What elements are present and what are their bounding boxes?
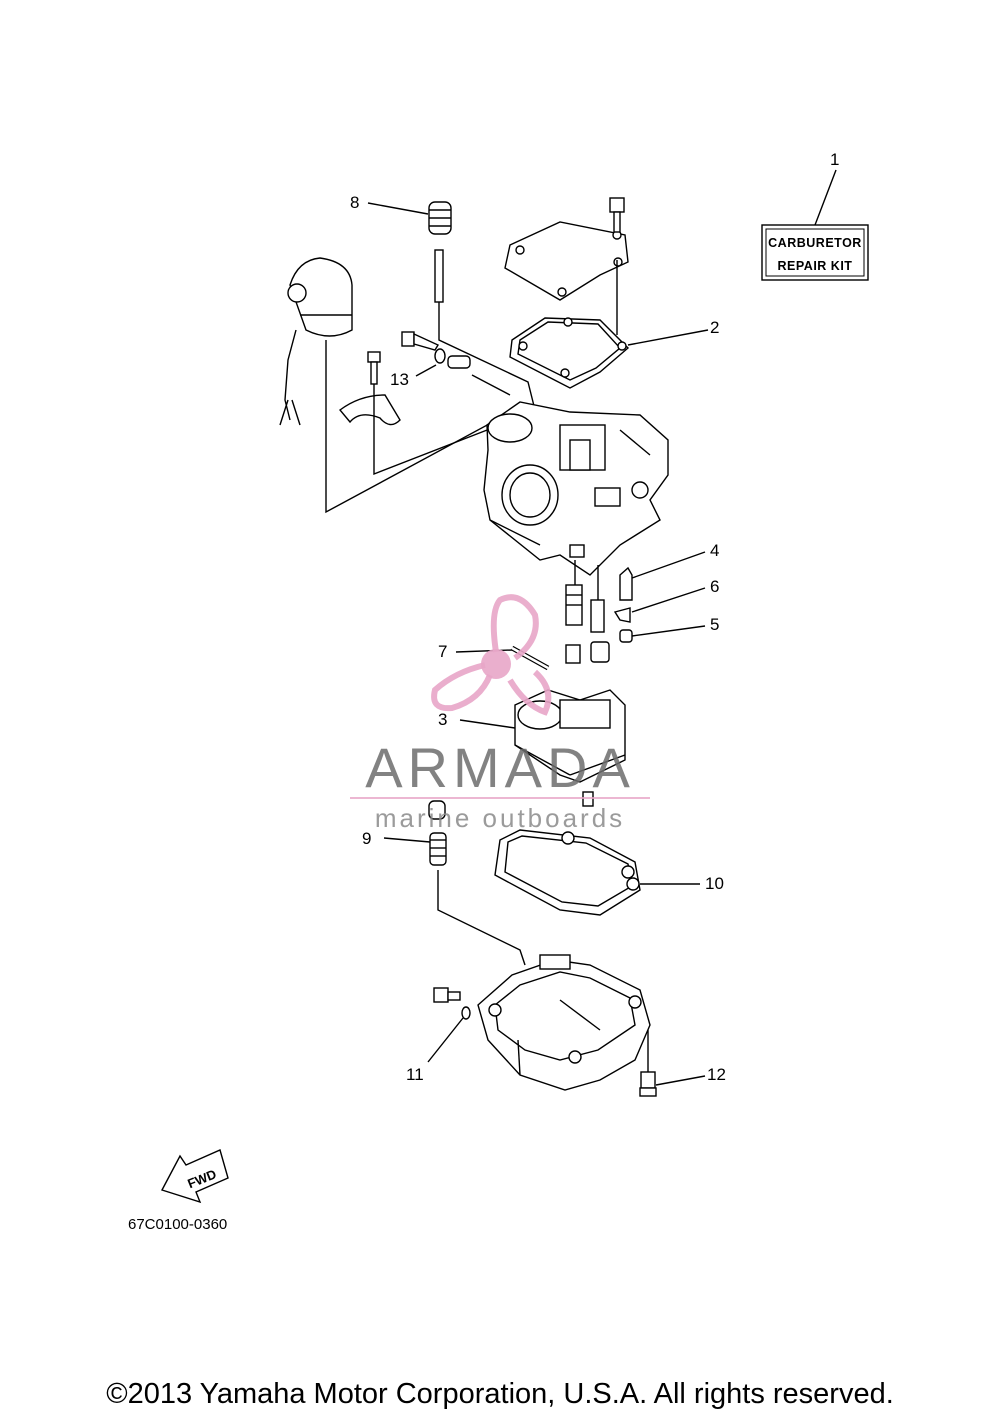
gasket-10: [494, 829, 641, 916]
callout-11: 11: [406, 1065, 424, 1084]
watermark-brand: ARMADA: [365, 736, 635, 799]
armada-watermark: ARMADA marine outboards: [350, 594, 650, 833]
drain-screw-11: [433, 987, 471, 1020]
top-cover: [504, 197, 629, 301]
part-8-jet: [428, 201, 452, 303]
callout-12: 12: [707, 1065, 726, 1084]
clip-6: [613, 607, 631, 623]
callout-7: 7: [438, 642, 447, 661]
diagram-code: 67C0100-0360: [128, 1216, 227, 1233]
propeller-logo-icon: [431, 594, 552, 716]
seat-5: [619, 629, 633, 643]
callout-1: 1: [830, 150, 839, 169]
callout-5: 5: [710, 615, 719, 634]
screw-12: [639, 1030, 657, 1097]
carburetor-body: [483, 401, 669, 576]
watermark-tagline: marine outboards: [375, 803, 625, 833]
repair-kit-label: CARBURETOR REPAIR KIT: [761, 224, 869, 281]
needle-valve-4: [619, 566, 633, 601]
callout-13: 13: [390, 370, 409, 389]
callout-3: 3: [438, 710, 447, 729]
lever-bracket: [338, 351, 401, 426]
callout-6: 6: [710, 577, 719, 596]
choke-knob: [279, 257, 353, 426]
part-13-pilot-screw: [401, 331, 471, 369]
callout-9: 9: [362, 829, 371, 848]
gasket-2: [509, 317, 630, 389]
callout-8: 8: [350, 193, 359, 212]
copyright-notice: ©2013 Yamaha Motor Corporation, U.S.A. A…: [106, 1378, 894, 1410]
part-9-jet: [428, 800, 447, 866]
float-bowl: [477, 954, 651, 1091]
fwd-arrow-icon: FWD: [160, 1149, 229, 1204]
float-pin-7: [510, 645, 550, 671]
callout-2: 2: [710, 318, 719, 337]
callout-10: 10: [705, 874, 724, 893]
kit-label-line2: REPAIR KIT: [778, 259, 853, 273]
callout-4: 4: [710, 541, 719, 560]
main-jet-assembly: [565, 560, 610, 664]
kit-label-line1: CARBURETOR: [768, 236, 862, 250]
